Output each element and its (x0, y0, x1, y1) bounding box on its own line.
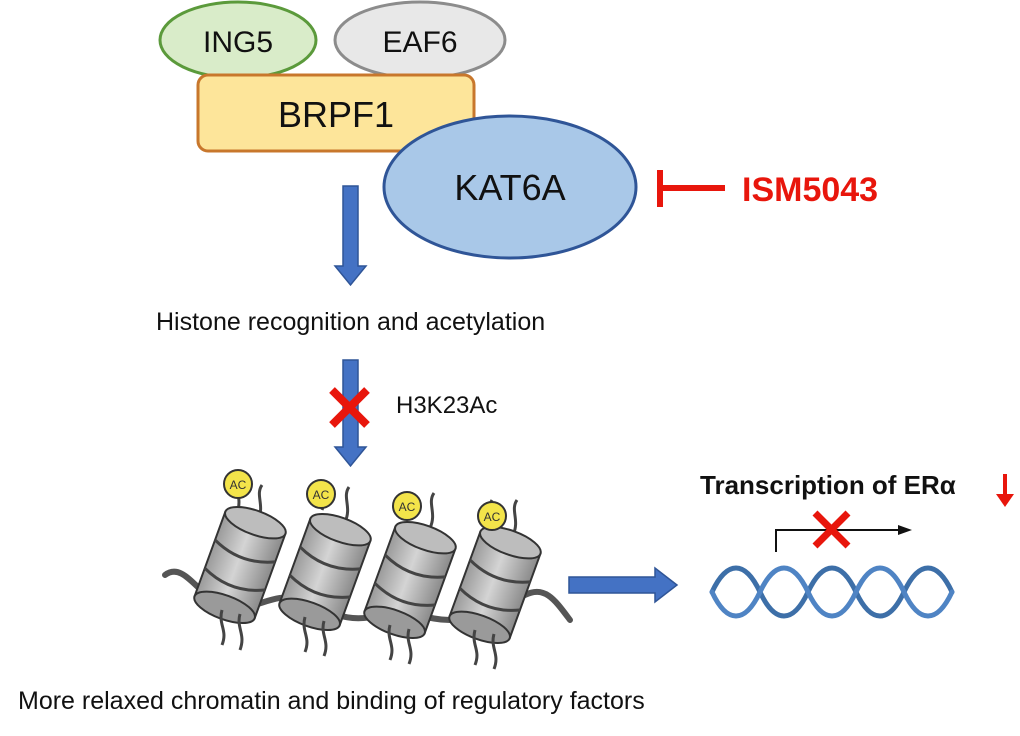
transcription-start-arrow-icon (775, 525, 912, 552)
ac-tag: AC (399, 500, 416, 514)
nucleosome: AC (448, 499, 542, 670)
nucleosome: AC (363, 491, 457, 665)
nucleosome: AC (278, 479, 372, 657)
ing5-node: ING5 (158, 0, 318, 80)
inhibition-bar-icon (657, 170, 725, 207)
eaf6-label: EAF6 (382, 26, 457, 59)
dna-helix-icon (709, 565, 955, 619)
histone-recognition-label: Histone recognition and acetylation (156, 308, 545, 336)
downregulation-arrow-icon (996, 474, 1014, 507)
nucleosome-illustration: AC AC (162, 469, 573, 670)
nucleosome: AC (193, 469, 287, 651)
inhibitor-label: ISM5043 (742, 171, 878, 209)
block-cross-icon (812, 510, 851, 549)
right-arrow-icon (568, 566, 679, 604)
kat6a-label: KAT6A (454, 167, 565, 208)
ac-tag: AC (230, 478, 247, 492)
brpf1-node: BRPF1 (196, 73, 476, 153)
block-cross-icon (329, 387, 370, 428)
ac-tag: AC (313, 488, 330, 502)
eaf6-node: EAF6 (333, 0, 507, 80)
kat6a-node: KAT6A (382, 114, 638, 260)
h3k23ac-label: H3K23Ac (396, 392, 497, 419)
chromatin-outcome-label: More relaxed chromatin and binding of re… (18, 687, 645, 715)
ing5-label: ING5 (203, 26, 273, 59)
brpf1-label: BRPF1 (278, 94, 394, 135)
transcription-label: Transcription of ERα (700, 470, 956, 500)
down-arrow-icon (333, 185, 368, 287)
ac-tag: AC (484, 510, 501, 524)
